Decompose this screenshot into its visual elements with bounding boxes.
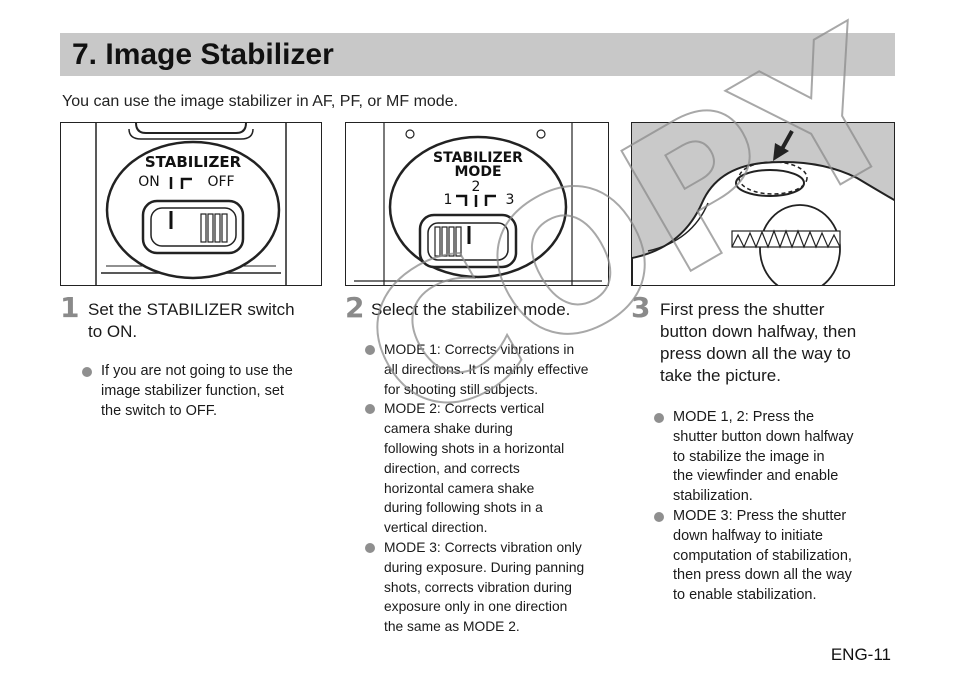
mode-label-stabilizer: STABILIZER xyxy=(433,150,523,166)
step-3-line: take the picture. xyxy=(660,366,781,385)
figure-stabilizer-switch: STABILIZER ON OFF xyxy=(60,122,322,286)
bullet-dot-icon xyxy=(654,511,664,522)
shutter-button-icon xyxy=(735,169,805,197)
step-3-line: press down all the way to xyxy=(660,344,851,363)
intro-text: You can use the image stabilizer in AF, … xyxy=(62,93,459,110)
mode-label-2: 2 xyxy=(472,179,481,195)
stabilizer-mode-illustration: STABILIZER MODE 2 1 3 xyxy=(346,123,608,285)
step-2-number: 2 xyxy=(345,291,365,324)
list-item: MODE 1: Corrects vibrations in all direc… xyxy=(365,340,615,399)
step-1-line: to ON. xyxy=(88,322,138,341)
bullet-dot-icon xyxy=(365,404,375,415)
bullet-dot-icon xyxy=(654,413,664,423)
switch-label-on: ON xyxy=(138,174,160,190)
list-item: MODE 3: Press the shutter down halfway t… xyxy=(654,507,894,606)
step-3-text: First press the shutter button down half… xyxy=(660,299,856,387)
press-arrow-icon xyxy=(773,143,789,161)
step-2-bullets: MODE 1: Corrects vibrations in all direc… xyxy=(365,340,615,637)
list-item: MODE 2: Corrects vertical camera shake d… xyxy=(365,399,615,538)
figure-stabilizer-mode: STABILIZER MODE 2 1 3 xyxy=(345,122,609,286)
step-3-line: button down halfway, then xyxy=(660,322,857,341)
step-1-line: Set the STABILIZER switch xyxy=(88,300,295,319)
step-1-bullets: If you are not going to use the image st… xyxy=(82,362,293,421)
switch-label-stabilizer: STABILIZER xyxy=(145,153,242,171)
step-3-bullets: MODE 1, 2: Press the shutter button down… xyxy=(654,408,894,606)
stabilizer-switch-illustration: STABILIZER ON OFF xyxy=(61,123,321,285)
step-1-text: Set the STABILIZER switch to ON. xyxy=(88,299,295,343)
bullet-dot-icon xyxy=(365,542,375,553)
mode-label-1: 1 xyxy=(444,192,453,208)
bullet-dot-icon xyxy=(82,367,92,377)
step-1-number: 1 xyxy=(60,291,80,324)
title-bar: 7. Image Stabilizer xyxy=(60,33,895,76)
list-item: If you are not going to use the image st… xyxy=(82,362,293,421)
list-item: MODE 3: Corrects vibration only during e… xyxy=(365,538,615,637)
mode-label-mode: MODE xyxy=(454,164,501,180)
mode-label-3: 3 xyxy=(506,192,515,208)
switch-label-off: OFF xyxy=(207,174,234,190)
step-2-line: Select the stabilizer mode. xyxy=(371,300,571,319)
step-2-text: Select the stabilizer mode. xyxy=(371,299,570,321)
page-number: ENG-11 xyxy=(830,645,891,664)
page-title: 7. Image Stabilizer xyxy=(72,38,334,71)
list-item: MODE 1, 2: Press the shutter button down… xyxy=(654,408,894,507)
step-3-number: 3 xyxy=(631,291,651,324)
step-3-line: First press the shutter xyxy=(660,300,825,319)
figure-shutter-button xyxy=(631,122,895,286)
shutter-button-illustration xyxy=(632,123,894,285)
bullet-dot-icon xyxy=(365,345,375,355)
